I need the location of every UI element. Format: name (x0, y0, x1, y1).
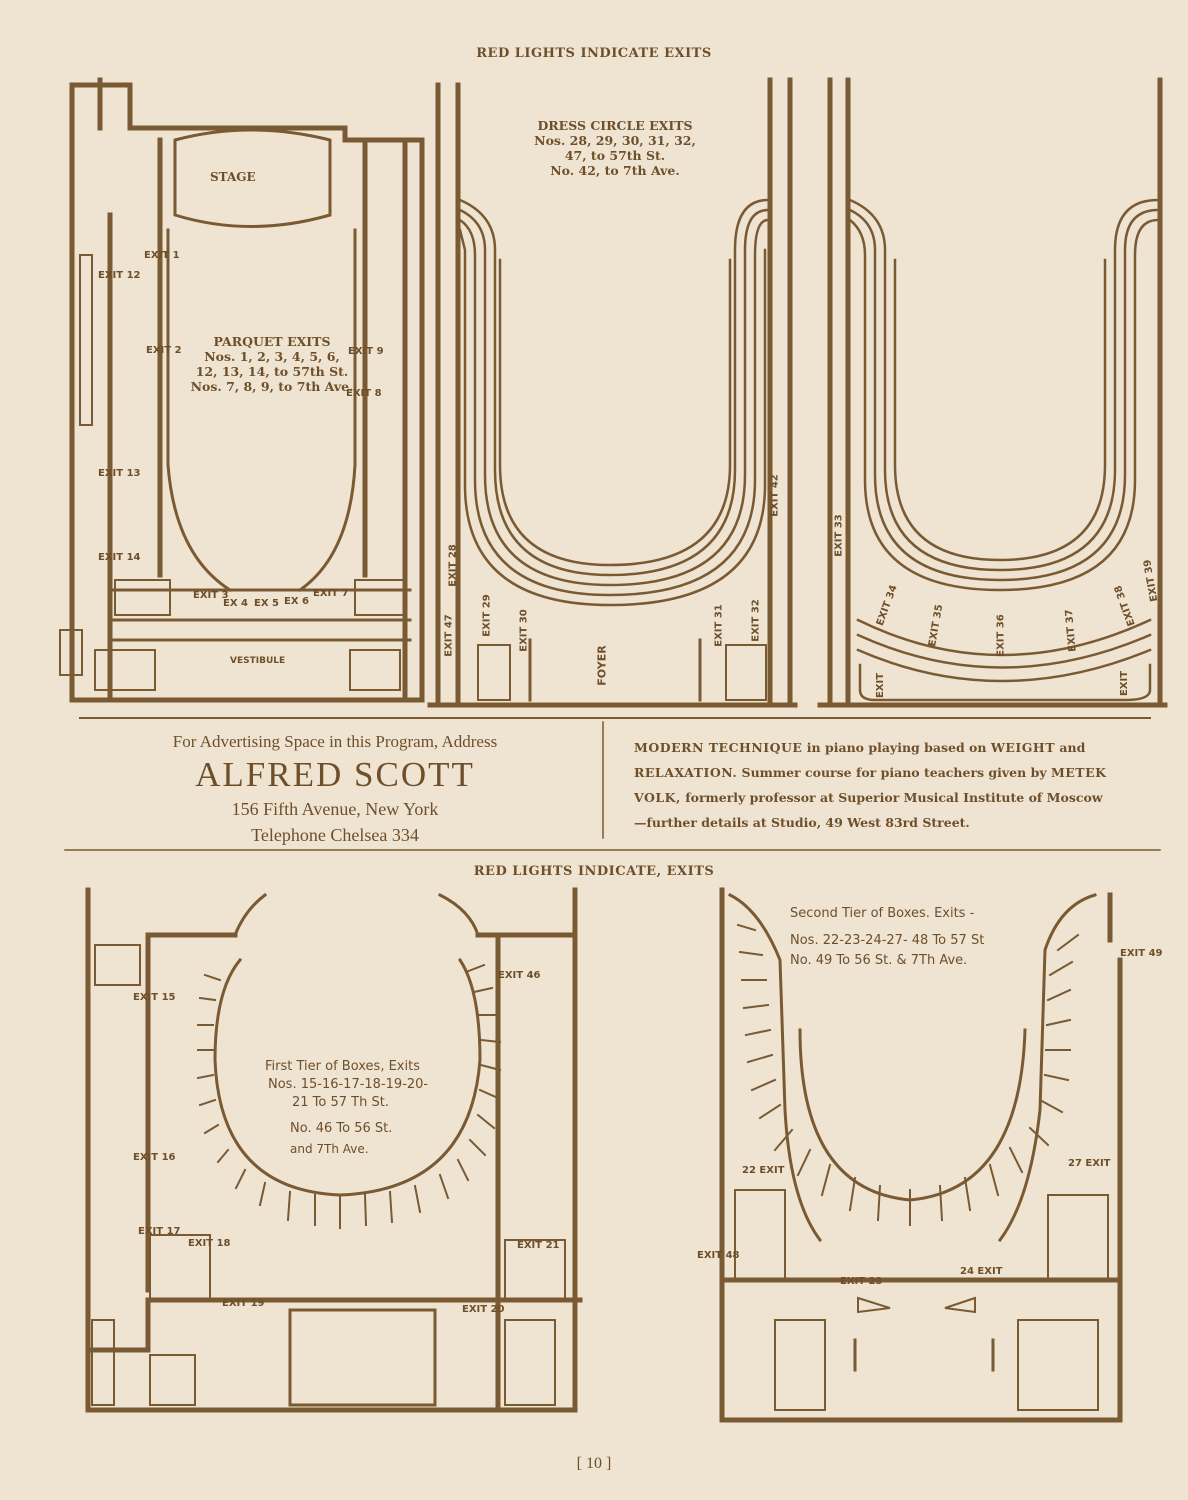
piano-course-notice: MODERN TECHNIQUE in piano playing based … (634, 735, 1152, 835)
dress-circle-line2: 47, to 57th St. (564, 148, 666, 163)
exit-28-label: EXIT 28 (447, 544, 459, 587)
second-tier-line2: Nos. 22-23-24-27- 48 To 57 St (790, 933, 985, 948)
parquet-exits-note: PARQUET EXITS Nos. 1, 2, 3, 4, 5, 6, 12,… (172, 334, 372, 394)
exit-6-label: EX 6 (284, 596, 309, 607)
exit-30-label: EXIT 30 (518, 609, 530, 652)
exit-23-label: EXIT 23 (840, 1276, 883, 1287)
exit-13-label: EXIT 13 (98, 468, 141, 479)
piano-line-2: RELAXATION. Summer course for piano teac… (634, 760, 1152, 785)
second-tier-line1: Second Tier of Boxes. Exits - (790, 906, 975, 921)
exit-4-label: EX 4 (223, 598, 248, 609)
text-piano-playing: in piano playing based on (802, 740, 991, 755)
page-number: [ 10 ] (576, 1455, 612, 1472)
bold-modern-technique: MODERN TECHNIQUE (634, 740, 803, 755)
exit-9-label: EXIT 9 (348, 346, 384, 357)
piano-line-1: MODERN TECHNIQUE in piano playing based … (634, 735, 1152, 760)
second-tier-line3: No. 49 To 56 St. & 7Th Ave. (790, 953, 968, 968)
first-tier-line2: Nos. 15-16-17-18-19-20- (268, 1077, 429, 1092)
text-and: and (1055, 740, 1086, 755)
exit-24-label: 24 EXIT (960, 1266, 1003, 1277)
dress-circle-title: DRESS CIRCLE EXITS (537, 118, 693, 133)
bold-relaxation: RELAXATION. (634, 765, 738, 780)
parquet-title: PARQUET EXITS (213, 334, 331, 349)
exit-left-label: EXIT (875, 672, 887, 699)
text-formerly-professor: formerly professor at Superior Musical I… (680, 790, 1103, 805)
bold-metek: METEK (1050, 765, 1107, 780)
header-top: RED LIGHTS INDICATE EXITS (476, 46, 712, 61)
advertiser-phone: Telephone Chelsea 334 (251, 825, 419, 845)
exit-7-label: EXIT 7 (313, 588, 349, 599)
exit-48-label: EXIT 48 (697, 1250, 740, 1261)
exit-32-label: EXIT 32 (750, 599, 762, 642)
exit-49-label: EXIT 49 (1120, 948, 1163, 959)
exit-15-label: EXIT 15 (133, 992, 176, 1003)
exit-right-label: EXIT (1119, 670, 1131, 697)
header-bottom: RED LIGHTS INDICATE, EXITS (473, 864, 715, 879)
advertising-notice: For Advertising Space in this Program, A… (70, 730, 600, 848)
exit-2-label: EXIT 2 (146, 345, 182, 356)
bold-volk: VOLK, (634, 790, 681, 805)
advertiser-name: ALFRED SCOTT (195, 755, 475, 794)
exit-8-label: EXIT 8 (346, 388, 382, 399)
foyer-label: FOYER (595, 645, 609, 686)
second-tier-plan (719, 887, 1123, 1423)
dress-circle-plan (427, 77, 798, 708)
exit-3-label: EXIT 3 (193, 590, 229, 601)
exit-47-label: EXIT 47 (443, 614, 455, 657)
dress-circle-line3: No. 42, to 7th Ave. (550, 163, 680, 178)
piano-line-3: VOLK, formerly professor at Superior Mus… (634, 785, 1152, 810)
vestibule-label: VESTIBULE (230, 656, 286, 666)
first-tier-line5: and 7Th Ave. (290, 1142, 369, 1156)
exit-5-label: EX 5 (254, 598, 279, 609)
first-tier-line3: 21 To 57 Th St. (292, 1095, 389, 1110)
exit-17-label: EXIT 17 (138, 1226, 181, 1237)
exit-36-label: EXIT 36 (995, 614, 1007, 657)
exit-22-label: 22 EXIT (742, 1165, 785, 1176)
exit-16-label: EXIT 16 (133, 1152, 176, 1163)
exit-31-label: EXIT 31 (713, 604, 725, 647)
text-summer-course: Summer course for piano teachers given b… (737, 765, 1051, 780)
exit-46-label: EXIT 46 (498, 970, 541, 981)
parquet-line1: Nos. 1, 2, 3, 4, 5, 6, (204, 349, 340, 364)
exit-20-label: EXIT 20 (462, 1304, 505, 1315)
exit-18-label: EXIT 18 (188, 1238, 231, 1249)
bold-weight: WEIGHT (990, 740, 1056, 755)
advertiser-address: 156 Fifth Avenue, New York (231, 799, 439, 819)
balcony-plan (817, 77, 1168, 708)
exit-27-label: 27 EXIT (1068, 1158, 1111, 1169)
parquet-line3: Nos. 7, 8, 9, to 7th Ave. (190, 379, 354, 394)
exit-21-label: EXIT 21 (517, 1240, 560, 1251)
exit-14-label: EXIT 14 (98, 552, 141, 563)
parquet-plan (59, 77, 425, 703)
advertising-line: For Advertising Space in this Program, A… (172, 732, 498, 751)
exit-1-label: EXIT 1 (144, 250, 180, 261)
exit-42-label: EXIT 42 (769, 474, 781, 517)
first-tier-plan (85, 887, 583, 1413)
exit-19-label: EXIT 19 (222, 1298, 265, 1309)
piano-line-4: —further details at Studio, 49 West 83rd… (634, 815, 970, 830)
stage-label: STAGE (210, 170, 256, 184)
dress-circle-note: DRESS CIRCLE EXITS Nos. 28, 29, 30, 31, … (520, 118, 710, 178)
exit-12-label: EXIT 12 (98, 270, 141, 281)
exit-33-label: EXIT 33 (833, 514, 845, 557)
exit-29-label: EXIT 29 (481, 594, 493, 637)
first-tier-line4: No. 46 To 56 St. (290, 1121, 393, 1136)
parquet-line2: 12, 13, 14, to 57th St. (195, 364, 349, 379)
first-tier-line1: First Tier of Boxes, Exits (265, 1059, 420, 1074)
dress-circle-line1: Nos. 28, 29, 30, 31, 32, (534, 133, 696, 148)
